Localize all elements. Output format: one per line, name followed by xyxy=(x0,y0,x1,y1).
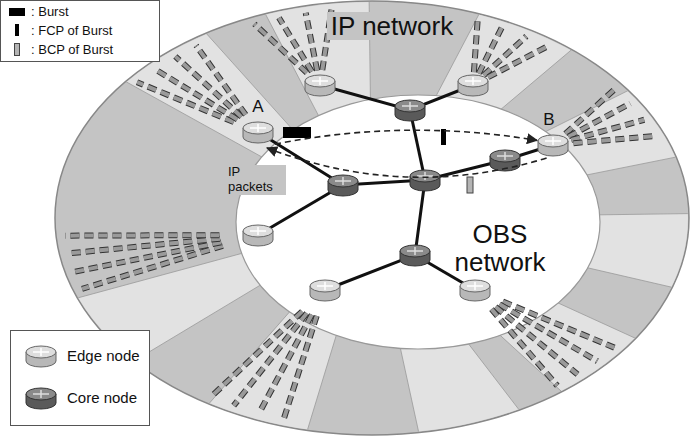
ring-sectors xyxy=(65,0,690,436)
packet-stream xyxy=(573,136,655,143)
packet-stream xyxy=(211,311,302,397)
legend-text: Edge node xyxy=(67,347,140,364)
packet-stream xyxy=(491,309,557,386)
packet-stream xyxy=(254,24,307,73)
packet-stream xyxy=(488,46,548,77)
packet-stream xyxy=(479,28,502,74)
packet-stream xyxy=(65,233,219,238)
packet-stream xyxy=(234,313,307,406)
burst xyxy=(283,127,311,138)
legend-text: : BCP of Burst xyxy=(31,42,113,57)
edge-routers xyxy=(243,75,568,301)
packet-stream xyxy=(488,46,548,77)
dashed-arrow xyxy=(267,148,547,177)
legend-swatch xyxy=(15,24,19,36)
packet-stream xyxy=(322,10,331,70)
packet-stream xyxy=(196,46,245,115)
packet-stream xyxy=(479,28,502,74)
packet-stream xyxy=(196,46,245,115)
packet-label: IP packets xyxy=(226,165,286,195)
node-letter: A xyxy=(252,98,263,116)
packet-stream xyxy=(254,24,307,73)
packet-stream xyxy=(474,21,478,72)
network-label: IP network xyxy=(327,12,457,40)
packet-stream xyxy=(491,309,557,386)
packet-stream xyxy=(211,311,302,397)
packet-stream xyxy=(573,136,655,143)
fiber-links xyxy=(258,85,553,290)
legend-text: : FCP of Burst xyxy=(31,23,112,38)
packet-stream xyxy=(306,13,317,71)
legend-box: Edge nodeCore node xyxy=(10,330,150,426)
ring-ground xyxy=(55,1,689,435)
legend-swatch xyxy=(14,43,20,56)
packet-stream xyxy=(65,232,219,239)
network-label: OBS network xyxy=(441,220,559,276)
packet-stream xyxy=(68,239,220,254)
core-routers xyxy=(328,100,520,266)
legend-text: Core node xyxy=(67,389,137,406)
legend-icons xyxy=(11,331,151,427)
packet-stream xyxy=(565,89,615,134)
packet-streams xyxy=(65,10,655,419)
node-letter: B xyxy=(543,111,554,129)
core-ground xyxy=(236,95,600,349)
legend-box: : Burst : FCP of Burst : BCP of Burst xyxy=(0,0,160,62)
packet-stream xyxy=(68,239,220,254)
packet-stream xyxy=(474,21,478,72)
legend-swatch xyxy=(9,8,25,16)
packet-stream xyxy=(322,10,331,70)
dashed-arrow xyxy=(275,130,537,144)
packet-stream xyxy=(234,313,307,406)
bcp-packet xyxy=(467,177,473,193)
legend-text: : Burst xyxy=(31,4,69,19)
packet-stream xyxy=(565,89,615,134)
packet-stream xyxy=(306,13,317,71)
